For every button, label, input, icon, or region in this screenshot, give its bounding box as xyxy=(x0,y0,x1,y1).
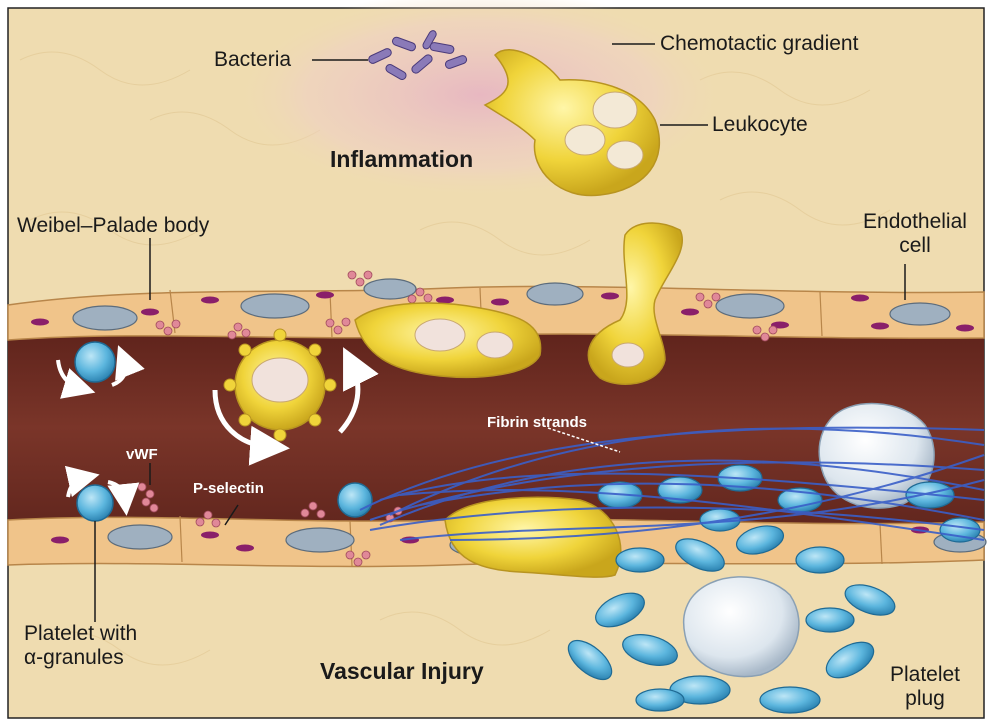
label-platelet-plug-line1: Platelet xyxy=(875,663,975,687)
free-platelet xyxy=(75,342,115,382)
label-endothelial-cell-line2: cell xyxy=(860,234,970,258)
label-chemotactic-gradient: Chemotactic gradient xyxy=(660,32,858,56)
adhered-leukocyte-nucleus xyxy=(415,319,465,351)
adhered-leukocyte-nucleus xyxy=(477,332,513,358)
leukocyte-nucleus-lobe xyxy=(607,141,643,169)
plug-white-cell xyxy=(684,577,799,677)
label-vwf: vWF xyxy=(126,446,158,463)
label-fibrin-strands: Fibrin strands xyxy=(487,414,587,431)
label-bacteria: Bacteria xyxy=(214,48,291,72)
free-platelet xyxy=(338,483,372,517)
label-platelet-plug-line2: plug xyxy=(875,687,975,711)
title-inflammation: Inflammation xyxy=(330,146,473,172)
label-leukocyte: Leukocyte xyxy=(712,113,808,137)
label-platelet-plug: Platelet plug xyxy=(875,663,975,711)
title-vascular-injury: Vascular Injury xyxy=(320,658,484,684)
leukocyte-nucleus-lobe xyxy=(593,92,637,128)
transmigrating-leukocyte-nucleus xyxy=(612,343,644,367)
label-platelet-with-granules: Platelet with α-granules xyxy=(24,622,137,670)
label-p-selectin: P-selectin xyxy=(193,480,264,497)
label-endothelial-cell-line1: Endothelial xyxy=(860,210,970,234)
label-platelet-line1: Platelet with xyxy=(24,622,137,646)
free-platelet xyxy=(77,485,113,521)
leukocyte-nucleus-lobe xyxy=(565,125,605,155)
rolling-leukocyte xyxy=(224,329,336,441)
label-platelet-line2: α-granules xyxy=(24,646,137,670)
label-endothelial-cell: Endothelial cell xyxy=(860,210,970,258)
label-weibel-palade-body: Weibel–Palade body xyxy=(17,214,209,238)
